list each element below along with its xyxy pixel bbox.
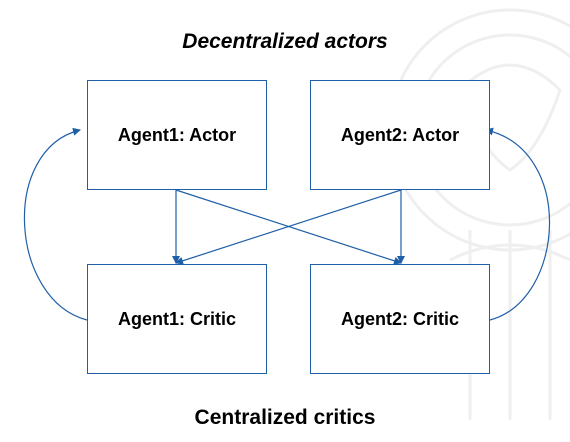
agent2-critic-label: Agent2: Critic xyxy=(340,308,459,329)
arrow-a2actor-to-a1critic xyxy=(175,189,402,265)
arrow-a2critic-to-a2actor-loop xyxy=(485,127,551,321)
arrow-a1critic-to-a1actor-loop xyxy=(24,127,88,321)
decentralized-actors-title: Decentralized actors xyxy=(182,30,388,53)
agent2-actor-label: Agent2: Actor xyxy=(340,124,460,145)
agent1-actor-node: Agent1: Actor xyxy=(87,80,267,190)
agent2-critic-node: Agent2: Critic xyxy=(310,264,490,374)
centralized-critics-title: Centralized critics xyxy=(194,406,376,429)
agent1-actor-label: Agent1: Actor xyxy=(117,124,237,145)
agent2-actor-node: Agent2: Actor xyxy=(310,80,490,190)
agent1-critic-label: Agent1: Critic xyxy=(117,308,236,329)
agent1-critic-node: Agent1: Critic xyxy=(87,264,267,374)
